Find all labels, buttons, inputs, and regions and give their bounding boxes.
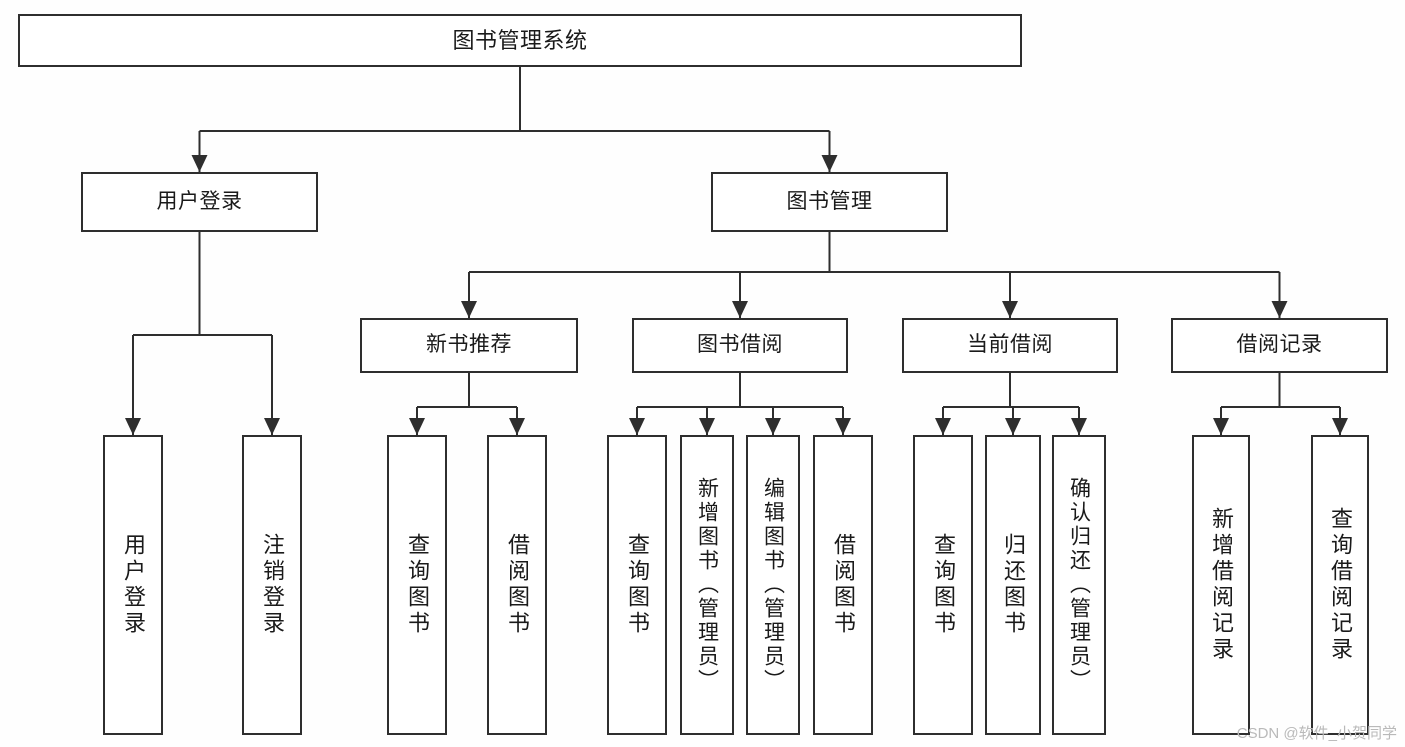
node-leaf-add-borrow-record[interactable]: 新增借阅记录	[1192, 435, 1250, 735]
node-leaf-user-login[interactable]: 用户登录	[103, 435, 163, 735]
node-leaf-logout-label: 注销登录	[260, 533, 285, 637]
node-book-management[interactable]: 图书管理	[711, 172, 948, 232]
node-user-login-label: 用户登录	[156, 189, 243, 213]
node-leaf-borrow-book[interactable]: 借阅图书	[813, 435, 873, 735]
node-book-management-label: 图书管理	[786, 189, 873, 213]
node-borrow-records-label: 借阅记录	[1236, 333, 1323, 357]
node-leaf-query-book-new[interactable]: 查询图书	[387, 435, 447, 735]
watermark: CSDN @软件_小贺同学	[1236, 725, 1397, 742]
node-leaf-borrow-book-new-label: 借阅图书	[505, 533, 530, 637]
node-leaf-query-book-borrow[interactable]: 查询图书	[607, 435, 667, 735]
node-leaf-confirm-return-admin-label: 确认归还（管理员）	[1067, 477, 1091, 693]
node-leaf-query-borrow-record-label: 查询借阅记录	[1328, 507, 1353, 663]
node-borrow-records[interactable]: 借阅记录	[1171, 318, 1388, 373]
node-leaf-query-book-current[interactable]: 查询图书	[913, 435, 973, 735]
node-leaf-return-book[interactable]: 归还图书	[985, 435, 1041, 735]
node-leaf-borrow-book-label: 借阅图书	[831, 533, 856, 637]
node-leaf-edit-book-admin[interactable]: 编辑图书（管理员）	[746, 435, 800, 735]
node-leaf-user-login-label: 用户登录	[121, 533, 146, 637]
node-book-borrowing-label: 图书借阅	[697, 333, 783, 357]
node-leaf-edit-book-admin-label: 编辑图书（管理员）	[761, 477, 785, 693]
node-leaf-query-book-borrow-label: 查询图书	[625, 533, 650, 637]
node-user-login[interactable]: 用户登录	[81, 172, 318, 232]
node-leaf-add-borrow-record-label: 新增借阅记录	[1209, 507, 1234, 663]
node-leaf-logout[interactable]: 注销登录	[242, 435, 302, 735]
node-current-borrowing-label: 当前借阅	[967, 333, 1053, 357]
node-leaf-query-book-new-label: 查询图书	[405, 533, 430, 637]
node-leaf-confirm-return-admin[interactable]: 确认归还（管理员）	[1052, 435, 1106, 735]
node-new-book-recommendation[interactable]: 新书推荐	[360, 318, 578, 373]
node-root[interactable]: 图书管理系统	[18, 14, 1022, 67]
node-leaf-query-borrow-record[interactable]: 查询借阅记录	[1311, 435, 1369, 735]
node-leaf-add-book-admin-label: 新增图书（管理员）	[695, 477, 719, 693]
node-new-book-recommendation-label: 新书推荐	[426, 333, 512, 357]
node-current-borrowing[interactable]: 当前借阅	[902, 318, 1118, 373]
node-root-label: 图书管理系统	[452, 27, 588, 53]
node-book-borrowing[interactable]: 图书借阅	[632, 318, 848, 373]
node-leaf-add-book-admin[interactable]: 新增图书（管理员）	[680, 435, 734, 735]
node-leaf-borrow-book-new[interactable]: 借阅图书	[487, 435, 547, 735]
node-leaf-return-book-label: 归还图书	[1001, 533, 1026, 637]
node-leaf-query-book-current-label: 查询图书	[931, 533, 956, 637]
